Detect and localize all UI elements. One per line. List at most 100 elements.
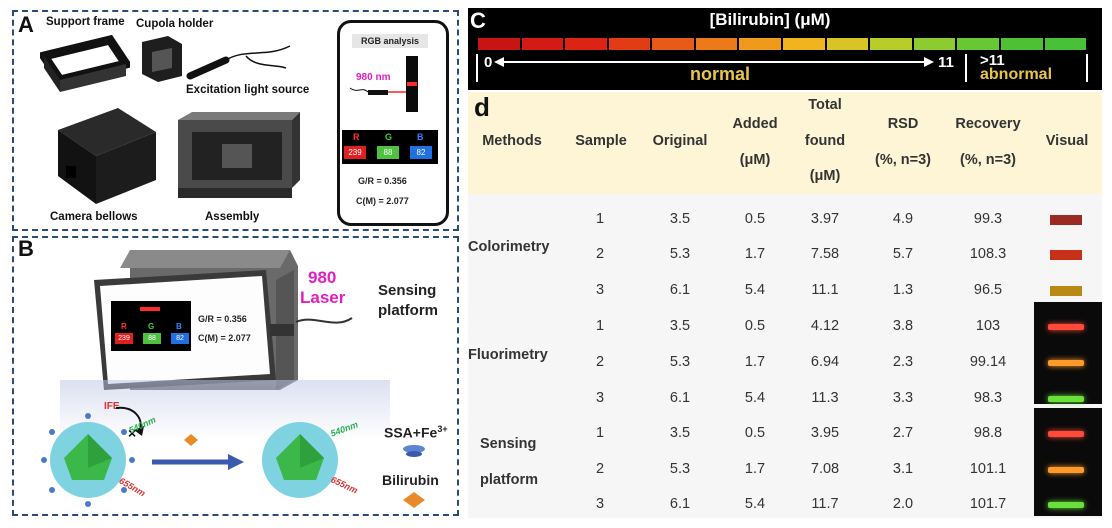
screen-g-label: G [148,322,155,331]
normal-label: normal [690,64,751,84]
excitation-light-image [186,45,291,80]
cell-added: 5.4 [744,496,766,512]
cell-recovery: 98.3 [973,390,1003,406]
scale-segment [957,38,1001,50]
scale-segment [521,38,566,50]
screen-r-label: R [121,322,127,331]
cell-added: 0.5 [744,211,766,227]
phone-title: RGB analysis [352,34,428,48]
cell-original: 5.3 [669,354,691,370]
light-cone [60,380,390,440]
phone-cuvette-glow [407,82,417,86]
scale-segment [1044,38,1089,50]
laser-word: Laser [300,288,346,307]
assembly-image [178,112,300,198]
cell-total: 6.94 [810,354,840,370]
ssa-fe-icon [403,445,425,457]
phone-b-label: B [417,132,424,142]
cupola-holder-image [142,36,182,82]
cell-rsd: 3.3 [892,390,914,406]
sensing-platform-label-1: Sensing [378,282,437,299]
scale-divider-right [1086,54,1088,82]
header-recovery-1: Recovery [955,116,1021,132]
color-scale-bar [478,38,1089,50]
cell-rsd: 4.9 [892,211,914,227]
phone-cm-text: C(M) = 2.077 [356,196,409,206]
cell-sample: 1 [595,318,605,334]
cell-added: 0.5 [744,318,766,334]
visual-swatch [1050,215,1082,225]
panel-c-label: C [470,8,486,33]
method-colorimetry: Colorimetry [468,239,550,255]
cell-rsd: 2.3 [892,354,914,370]
cell-original: 3.5 [669,425,691,441]
support-frame-label: Support frame [46,16,125,28]
cell-sample: 2 [595,461,605,477]
scale-segment [478,38,522,50]
excitation-light-label: Excitation light source [186,84,310,96]
panel-b-label: B [18,236,34,261]
cell-sample: 3 [595,496,605,512]
ssa-fe-superscript: 3+ [437,424,448,434]
camera-bellows-label: Camera bellows [50,211,138,223]
cell-rsd: 5.7 [892,246,914,262]
cell-recovery: 96.5 [973,282,1003,298]
cell-recovery: 99.14 [969,354,1007,370]
cell-added: 1.7 [744,246,766,262]
cell-rsd: 2.7 [892,425,914,441]
bilirubin-icon [403,492,425,508]
cell-sample: 1 [595,425,605,441]
phone-g-label: G [385,132,393,142]
cell-recovery: 101.1 [969,461,1007,477]
cell-original: 6.1 [669,496,691,512]
assembly-label: Assembly [205,211,260,223]
svg-text:×: × [128,425,136,438]
laser-probe-icon [349,87,406,95]
cell-total: 11.1 [811,282,839,298]
cell-sample: 2 [595,246,605,262]
method-sensing-1: Sensing [480,436,537,452]
nanoparticle-left [41,413,135,507]
bilirubin-label: Bilirubin [382,472,439,488]
visual-sensing-background [1034,408,1102,516]
scale-segment [1000,38,1045,50]
visual-fluorimetry-background [1034,302,1102,404]
cell-original: 5.3 [669,246,691,262]
header-rsd-2: (%, n=3) [875,152,931,168]
header-original: Original [652,133,708,149]
sensing-platform-label-2: platform [378,302,438,319]
cell-total: 4.12 [810,318,840,334]
scale-divider-mid [965,54,967,82]
ife-arrow-icon: × [115,406,144,438]
screen-gr-text: G/R = 0.356 [198,314,247,324]
scale-arrow [494,57,934,67]
bilirubin-small-icon [184,434,198,446]
cell-sample: 2 [595,354,605,370]
nanoparticle-right [262,422,338,498]
cell-added: 5.4 [744,390,766,406]
scale-zero-label: 0 [484,54,493,71]
phone-r-value: 239 [344,146,366,159]
visual-swatch [1048,324,1084,330]
screen-b-label: B [176,322,182,331]
cell-rsd: 1.3 [892,282,914,298]
cell-total: 11.3 [811,390,839,406]
visual-swatch [1048,467,1084,473]
ife-label: IFE [104,401,120,412]
arrow-right-icon [152,454,244,470]
cell-sample: 3 [595,390,605,406]
cell-original: 3.5 [669,318,691,334]
cell-sample: 3 [595,282,605,298]
scale-segment [608,38,653,50]
visual-swatch [1050,286,1082,296]
ssa-fe-text: SSA+Fe [384,424,438,441]
camera-bellows-image [58,108,156,204]
cell-recovery: 101.7 [969,496,1007,512]
phone-laser-label: 980 nm [356,72,391,83]
header-rsd-1: RSD [887,116,919,132]
scale-segment [652,38,696,50]
screen-b-value: 82 [171,333,189,344]
cell-total: 3.97 [810,211,840,227]
cell-added: 1.7 [744,354,766,370]
phone-r-label: R [353,132,360,142]
